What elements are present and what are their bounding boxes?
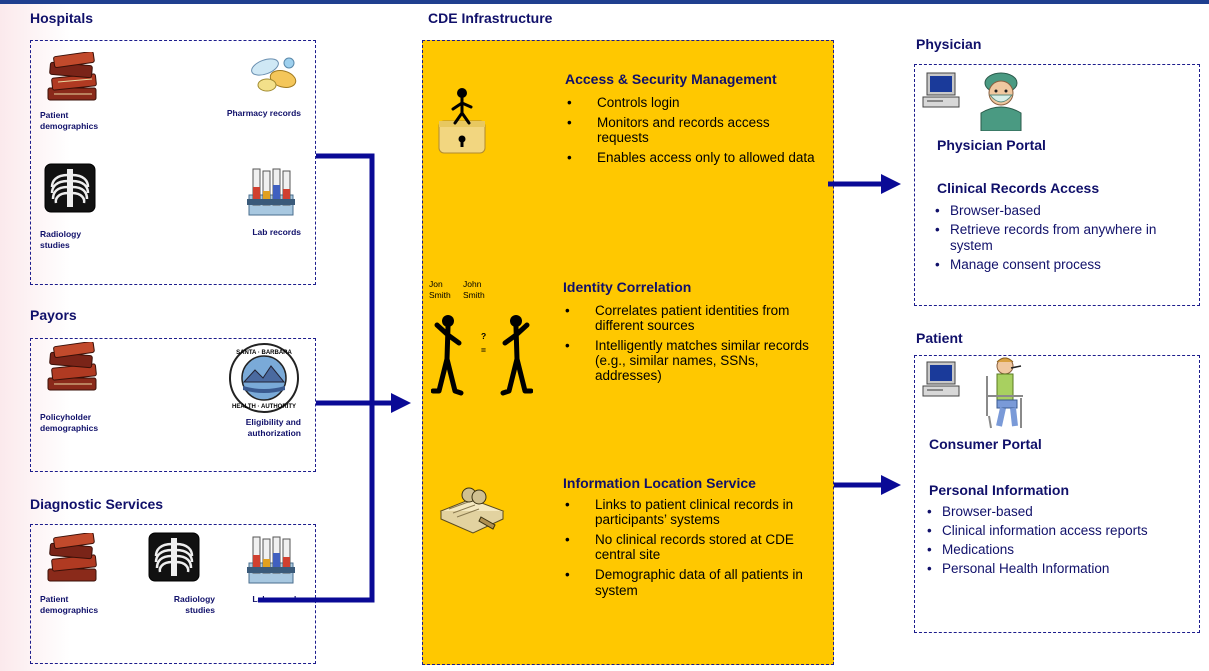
physician-feature: Retrieve records from anywhere in system [933, 222, 1195, 254]
lab-records-label: Lab records [252, 227, 301, 237]
payors-box: Policyholder demographics SANTA · BARBAR… [30, 338, 316, 472]
physician-feature: Browser-based [933, 203, 1195, 219]
physician-box: Physician Portal Clinical Records Access… [914, 64, 1200, 306]
patient-title: Patient [916, 330, 963, 346]
patient-demographics-label: Patient demographics [40, 594, 99, 616]
cde-title: CDE Infrastructure [428, 10, 553, 26]
access-security-title: Access & Security Management [565, 71, 777, 87]
policyholder-demographics-label: Policyholder demographics [40, 412, 99, 434]
diagnostic-services-title: Diagnostic Services [30, 496, 164, 512]
surgeon-icon [980, 72, 1022, 131]
equals-mark: = [481, 345, 486, 355]
access-security-list: Controls login Monitors and records acce… [563, 95, 825, 170]
identity-item: Correlates patient identities from diffe… [561, 303, 829, 333]
physician-portal-title: Physician Portal [937, 137, 1046, 153]
svg-text:SANTA · BARBARA: SANTA · BARBARA [236, 350, 292, 356]
information-location-title: Information Location Service [563, 475, 756, 491]
pills-icon [251, 57, 297, 92]
xray-icon [44, 163, 96, 213]
computer-icon [922, 361, 960, 397]
patient-feature: Browser-based [925, 504, 1199, 520]
patient-feature: Personal Health Information [925, 561, 1199, 577]
computer-icon [922, 72, 960, 108]
xray-icon [148, 532, 200, 582]
physician-features-list: Browser-based Retrieve records from anyw… [933, 203, 1195, 276]
patient-feature: Clinical information access reports [925, 523, 1199, 539]
patient-box: Consumer Portal Personal Information Bro… [914, 355, 1200, 633]
svg-text:HEALTH · AUTHORITY: HEALTH · AUTHORITY [232, 404, 296, 410]
cde-infrastructure-box: Access & Security Management Controls lo… [422, 40, 834, 665]
patient-feature: Medications [925, 542, 1199, 558]
pharmacy-records-label: Pharmacy records [226, 108, 301, 118]
identity-item: Intelligently matches similar records (e… [561, 338, 829, 383]
patient-seated-icon [986, 357, 1023, 429]
access-item: Controls login [563, 95, 825, 110]
patient-features-list: Browser-based Clinical information acces… [925, 504, 1199, 580]
radiology-studies-label: Radiology studies [40, 229, 82, 251]
person-figure-icon [500, 315, 533, 396]
hospitals-title: Hospitals [30, 10, 94, 26]
identity-correlation-title: Identity Correlation [563, 279, 692, 295]
books-icon [47, 533, 97, 582]
consumer-portal-title: Consumer Portal [929, 436, 1042, 452]
location-item: Links to patient clinical records in par… [561, 497, 829, 527]
eligibility-authorization-label: Eligibility and authorization [245, 417, 301, 439]
information-location-list: Links to patient clinical records in par… [561, 497, 829, 603]
person-figure-icon [431, 315, 464, 396]
physician-feature: Manage consent process [933, 257, 1195, 273]
top-rule [0, 0, 1209, 4]
patient-demographics-label: Patient demographics [40, 110, 99, 132]
books-icon [47, 52, 97, 101]
hospitals-connector [258, 153, 375, 603]
address-book-icon [439, 487, 505, 534]
location-item: Demographic data of all patients in syst… [561, 567, 829, 597]
personal-information-title: Personal Information [929, 482, 1070, 498]
identity-correlation-list: Correlates patient identities from diffe… [561, 303, 829, 389]
hospitals-box: Patient demographics Pharmacy records Ra… [30, 40, 316, 285]
books-icon [47, 342, 97, 391]
question-mark: ? [481, 331, 487, 341]
location-item: No clinical records stored at CDE centra… [561, 532, 829, 562]
access-item: Enables access only to allowed data [563, 150, 825, 165]
health-authority-seal-icon: SANTA · BARBARA HEALTH · AUTHORITY [229, 343, 299, 413]
radiology-studies-label: Radiology studies [173, 594, 215, 616]
lab-tubes-icon [247, 168, 295, 216]
physician-title: Physician [916, 36, 982, 52]
security-lock-icon [438, 88, 486, 154]
john-smith-label: John Smith [463, 279, 485, 301]
access-item: Monitors and records access requests [563, 115, 825, 145]
jon-smith-label: Jon Smith [429, 279, 451, 301]
clinical-records-access-title: Clinical Records Access [937, 180, 1100, 196]
payors-title: Payors [30, 307, 77, 323]
lab-tubes-icon [247, 536, 295, 584]
